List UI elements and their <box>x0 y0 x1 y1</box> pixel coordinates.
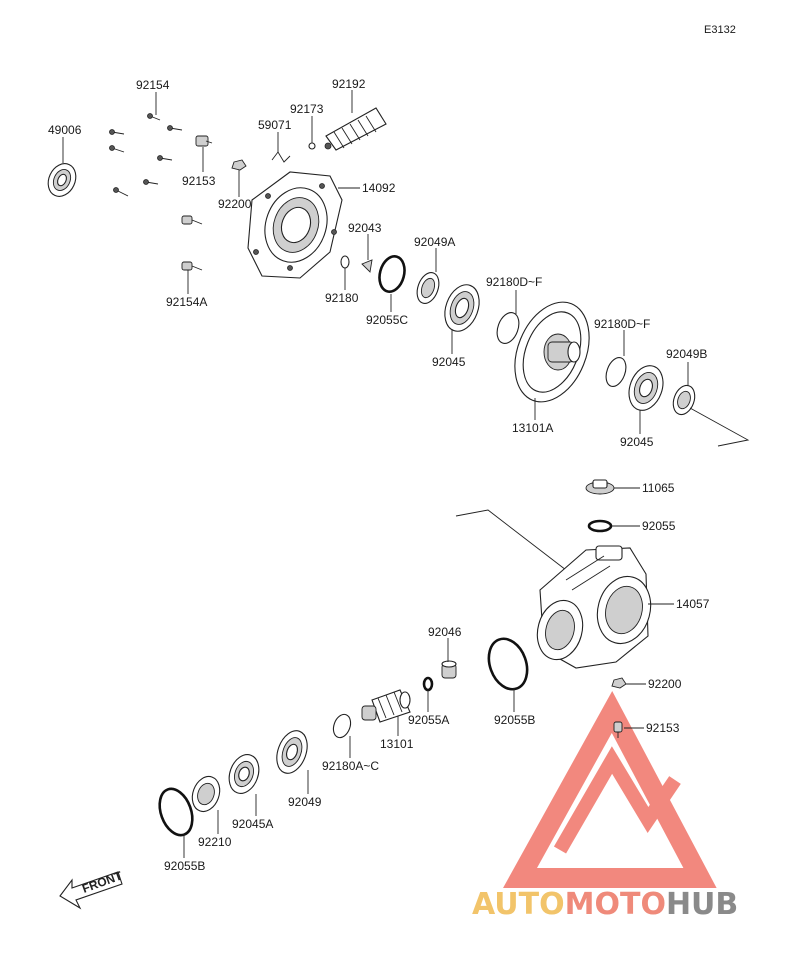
guide-line-upper <box>689 407 750 447</box>
part-92192-breather-hose <box>324 107 387 151</box>
part-92045-bearing-right <box>628 365 664 411</box>
label-92055C: 92055C <box>366 313 408 327</box>
part-13101A-ring-gear <box>514 301 590 403</box>
part-92045A-bearing <box>228 754 260 794</box>
label-13101: 13101 <box>380 737 414 751</box>
part-92043-pin <box>361 259 373 273</box>
label-92049A: 92049A <box>414 235 455 249</box>
part-92049A-seal <box>416 272 440 304</box>
label-92154A: 92154A <box>166 295 207 309</box>
label-92045-top: 92045 <box>432 355 466 369</box>
label-14092: 14092 <box>362 181 396 195</box>
label-92180DF-2: 92180D~F <box>594 317 650 331</box>
watermark-logo <box>503 691 717 888</box>
part-92046-needle-bearing <box>441 660 457 679</box>
part-92200-nut-right <box>611 677 627 689</box>
label-92200-top: 92200 <box>218 197 252 211</box>
label-92173: 92173 <box>290 102 324 116</box>
label-92055B-mid: 92055B <box>494 713 535 727</box>
part-92210-nut <box>191 775 221 813</box>
part-92180DF-shim-2 <box>605 357 627 387</box>
label-49006: 49006 <box>48 123 82 137</box>
label-92180: 92180 <box>325 291 359 305</box>
label-13101A: 13101A <box>512 421 553 435</box>
label-92210: 92210 <box>198 835 232 849</box>
label-92055A: 92055A <box>408 713 449 727</box>
watermark-text: AUTOMOTOHUB <box>472 887 738 922</box>
label-92049: 92049 <box>288 795 322 809</box>
label-11065: 11065 <box>642 481 675 495</box>
label-92045-right: 92045 <box>620 435 654 449</box>
part-92173-clamp <box>308 142 316 150</box>
part-92055B-o-ring-mid <box>487 637 529 691</box>
part-14092-cover <box>247 171 343 279</box>
label-92180DF-1: 92180D~F <box>486 275 542 289</box>
label-14057: 14057 <box>676 597 710 611</box>
part-92055C-o-ring <box>378 255 406 293</box>
part-59071-clip <box>271 151 291 163</box>
front-label: FRONT <box>80 868 124 896</box>
part-92055A-o-ring <box>422 676 434 692</box>
label-92045A: 92045A <box>232 817 273 831</box>
part-13101-pinion-gear <box>361 689 411 723</box>
part-92055B-o-ring-low <box>158 787 194 837</box>
part-92153-stud <box>195 135 213 147</box>
label-92200-right: 92200 <box>648 677 682 691</box>
label-92153-top: 92153 <box>182 174 216 188</box>
part-14057-gear-housing <box>536 545 652 669</box>
part-92180DF-shim-1 <box>496 312 520 344</box>
label-92055: 92055 <box>642 519 676 533</box>
diagram-code: E3132 <box>704 24 736 36</box>
part-92200-nut <box>231 159 247 171</box>
part-11065-cap <box>585 479 615 495</box>
label-92055B-low: 92055B <box>164 859 205 873</box>
part-92180AC-shim <box>332 713 352 739</box>
part-92049-seal <box>276 730 308 774</box>
label-92192: 92192 <box>332 77 366 91</box>
label-92043: 92043 <box>348 221 382 235</box>
guide-line-lower <box>455 509 567 571</box>
label-92049B: 92049B <box>666 347 707 361</box>
label-59071: 59071 <box>258 118 292 132</box>
part-49006-oil-seal <box>47 163 77 197</box>
part-92153-stud-right <box>613 721 623 738</box>
front-direction-arrow: FRONT <box>59 868 124 910</box>
part-92055-o-ring <box>587 519 613 533</box>
part-92049B-seal <box>672 384 696 416</box>
label-92153-right: 92153 <box>646 721 680 735</box>
label-92154: 92154 <box>136 78 170 92</box>
part-92180-shim <box>340 255 350 269</box>
label-92046: 92046 <box>428 625 462 639</box>
bolts-92154 <box>109 113 183 197</box>
part-92045-bearing-top <box>444 284 480 332</box>
bolts-92154A <box>181 215 203 271</box>
logo-mark <box>553 746 681 854</box>
logo-triangle <box>503 691 717 888</box>
label-92180AC: 92180A~C <box>322 759 379 773</box>
